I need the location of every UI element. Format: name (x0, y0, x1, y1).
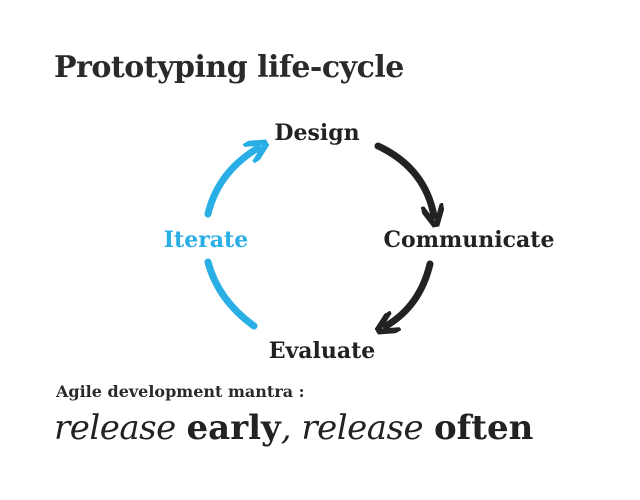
arrow-iterate-to-design (204, 148, 258, 218)
mantra-part-release-1: release (54, 408, 176, 448)
arrow-communicate-to-evaluate (386, 260, 434, 326)
node-label-evaluate: Evaluate (269, 338, 376, 364)
mantra-part-often: often (433, 408, 534, 448)
mantra-part-comma: , (280, 408, 302, 448)
mantra-caption: Agile development mantra : (56, 382, 305, 401)
node-label-iterate: Iterate (164, 227, 248, 253)
mantra-part-release-2: release (301, 408, 424, 448)
arc-evaluate-to-iterate (204, 258, 258, 330)
node-label-communicate: Communicate (384, 227, 555, 253)
mantra-line: release early, release often (54, 408, 534, 448)
arrow-design-to-communicate (374, 142, 434, 216)
node-label-design: Design (274, 120, 359, 146)
mantra-part-early: early (186, 408, 281, 448)
page-title: Prototyping life-cycle (54, 50, 404, 85)
